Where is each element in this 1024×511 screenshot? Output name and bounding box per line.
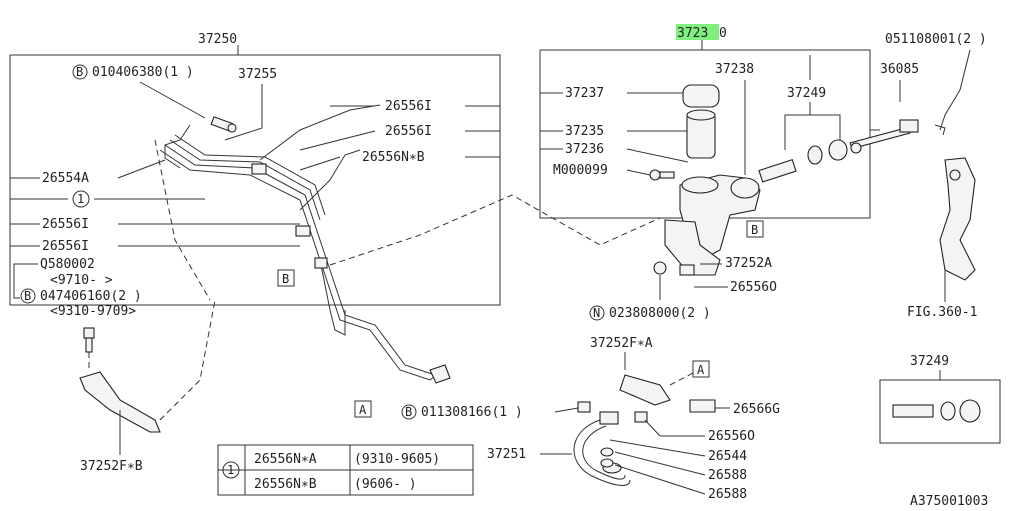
diagram-id: A375001003 bbox=[910, 494, 988, 509]
part-number-26556n-b[interactable]: 26556N∗B bbox=[362, 150, 425, 165]
part-number-37252f-b[interactable]: 37252F∗B bbox=[80, 459, 143, 474]
part-number-26588-b[interactable]: 26588 bbox=[708, 487, 747, 502]
figure-reference[interactable]: FIG.360-1 bbox=[907, 305, 977, 320]
part-number-26556i-lower-b[interactable]: 26556I bbox=[42, 239, 89, 254]
clip-icon bbox=[634, 411, 648, 423]
highlight-37230 bbox=[676, 24, 719, 40]
part-number-37230-highlighted[interactable]: 3723 bbox=[677, 26, 708, 41]
part-number-26566g[interactable]: 26566G bbox=[733, 402, 780, 417]
part-number-37237[interactable]: 37237 bbox=[565, 86, 604, 101]
piston-icon bbox=[758, 159, 797, 183]
b-marker-icon: B bbox=[401, 404, 417, 420]
part-number-37251[interactable]: 37251 bbox=[487, 447, 526, 462]
legend-range-a: (9310-9605) bbox=[354, 452, 440, 467]
seal-ring-icon bbox=[807, 139, 848, 165]
part-number-051108001[interactable]: 051108001(2 ) bbox=[885, 32, 987, 47]
svg-text:A: A bbox=[359, 403, 367, 417]
legend-range-b: (9606- ) bbox=[354, 477, 417, 492]
bolt-icon bbox=[83, 327, 95, 353]
part-number-37252a[interactable]: 37252A bbox=[725, 256, 772, 271]
clip-icon bbox=[679, 264, 695, 276]
bracket-37252a bbox=[664, 219, 721, 276]
part-number-37252f-a[interactable]: 37252F∗A bbox=[590, 336, 653, 351]
part-number-37236[interactable]: 37236 bbox=[565, 142, 604, 157]
push-rod-icon bbox=[849, 119, 919, 154]
legend-ref: 1 bbox=[227, 463, 234, 477]
part-number-26556o-bottom[interactable]: 26556O bbox=[708, 429, 755, 444]
bolt-icon bbox=[577, 401, 591, 413]
bracket-37252f-a bbox=[619, 374, 671, 406]
part-number-37238[interactable]: 37238 bbox=[715, 62, 754, 77]
master-cylinder-frame bbox=[539, 40, 871, 219]
svg-text:B: B bbox=[405, 405, 412, 419]
part-number-26554a[interactable]: 26554A bbox=[42, 171, 89, 186]
part-number-26588-a[interactable]: 26588 bbox=[708, 468, 747, 483]
q580002-date-range: <9710- > bbox=[50, 273, 113, 288]
part-number-047406160[interactable]: 047406160(2 ) bbox=[40, 289, 142, 304]
svg-text:B: B bbox=[282, 272, 289, 286]
part-number-37250[interactable]: 37250 bbox=[198, 32, 237, 47]
nut-icon bbox=[653, 261, 667, 275]
reference-1-icon: 1 bbox=[72, 190, 90, 208]
hose-37251-icon bbox=[573, 411, 631, 486]
repair-kit-box bbox=[879, 379, 1001, 444]
part-number-26556i-lower-a[interactable]: 26556I bbox=[42, 217, 89, 232]
hydraulic-pipes bbox=[159, 104, 451, 384]
legend-table bbox=[217, 444, 474, 496]
part-number-011308166[interactable]: 011308166(1 ) bbox=[421, 405, 523, 420]
047406160-date-range: <9310-9709> bbox=[50, 304, 136, 319]
washer-icon bbox=[600, 447, 614, 468]
part-number-37230-suffix: 0 bbox=[719, 26, 727, 41]
n-marker-icon: N bbox=[589, 305, 605, 321]
reservoir-icon bbox=[686, 109, 716, 159]
clutch-pedal-icon bbox=[939, 157, 976, 281]
part-number-26556o-top[interactable]: 26556O bbox=[730, 280, 777, 295]
legend-part-b[interactable]: 26556N∗B bbox=[254, 477, 317, 492]
b-marker-icon: B bbox=[72, 64, 88, 80]
screw-icon bbox=[649, 169, 675, 181]
svg-text:B: B bbox=[24, 289, 31, 303]
svg-text:N: N bbox=[593, 306, 600, 320]
ref-box-a-left[interactable]: A bbox=[354, 400, 372, 418]
b-marker-icon: B bbox=[20, 288, 36, 304]
part-number-m000099[interactable]: M000099 bbox=[553, 163, 608, 178]
part-number-36085[interactable]: 36085 bbox=[880, 62, 919, 77]
part-number-023808000[interactable]: 023808000(2 ) bbox=[609, 306, 711, 321]
part-number-26556i-upper-a[interactable]: 26556I bbox=[385, 99, 432, 114]
part-number-26556i-upper-b[interactable]: 26556I bbox=[385, 124, 432, 139]
legend-part-a[interactable]: 26556N∗A bbox=[254, 452, 317, 467]
pipe-assembly-frame bbox=[9, 45, 501, 306]
bolt-icon bbox=[210, 116, 237, 133]
part-number-37235[interactable]: 37235 bbox=[565, 124, 604, 139]
bracket-37252f-b bbox=[79, 139, 216, 433]
svg-text:B: B bbox=[751, 223, 758, 237]
svg-text:A: A bbox=[697, 363, 705, 377]
part-number-q580002[interactable]: Q580002 bbox=[40, 257, 95, 272]
part-number-010406380[interactable]: 010406380(1 ) bbox=[92, 65, 194, 80]
part-number-26544[interactable]: 26544 bbox=[708, 449, 747, 464]
clip-icon bbox=[689, 399, 716, 413]
ref-box-a-right[interactable]: A bbox=[692, 360, 710, 378]
reservoir-cap-icon bbox=[682, 84, 720, 108]
part-number-37249-kit[interactable]: 37249 bbox=[910, 354, 949, 369]
ref-box-b-right[interactable]: B bbox=[746, 220, 764, 238]
ref-box-b-left[interactable]: B bbox=[277, 269, 295, 287]
part-number-37255[interactable]: 37255 bbox=[238, 67, 277, 82]
svg-text:1: 1 bbox=[77, 192, 84, 206]
svg-text:B: B bbox=[76, 65, 83, 79]
part-number-37249-top[interactable]: 37249 bbox=[787, 86, 826, 101]
